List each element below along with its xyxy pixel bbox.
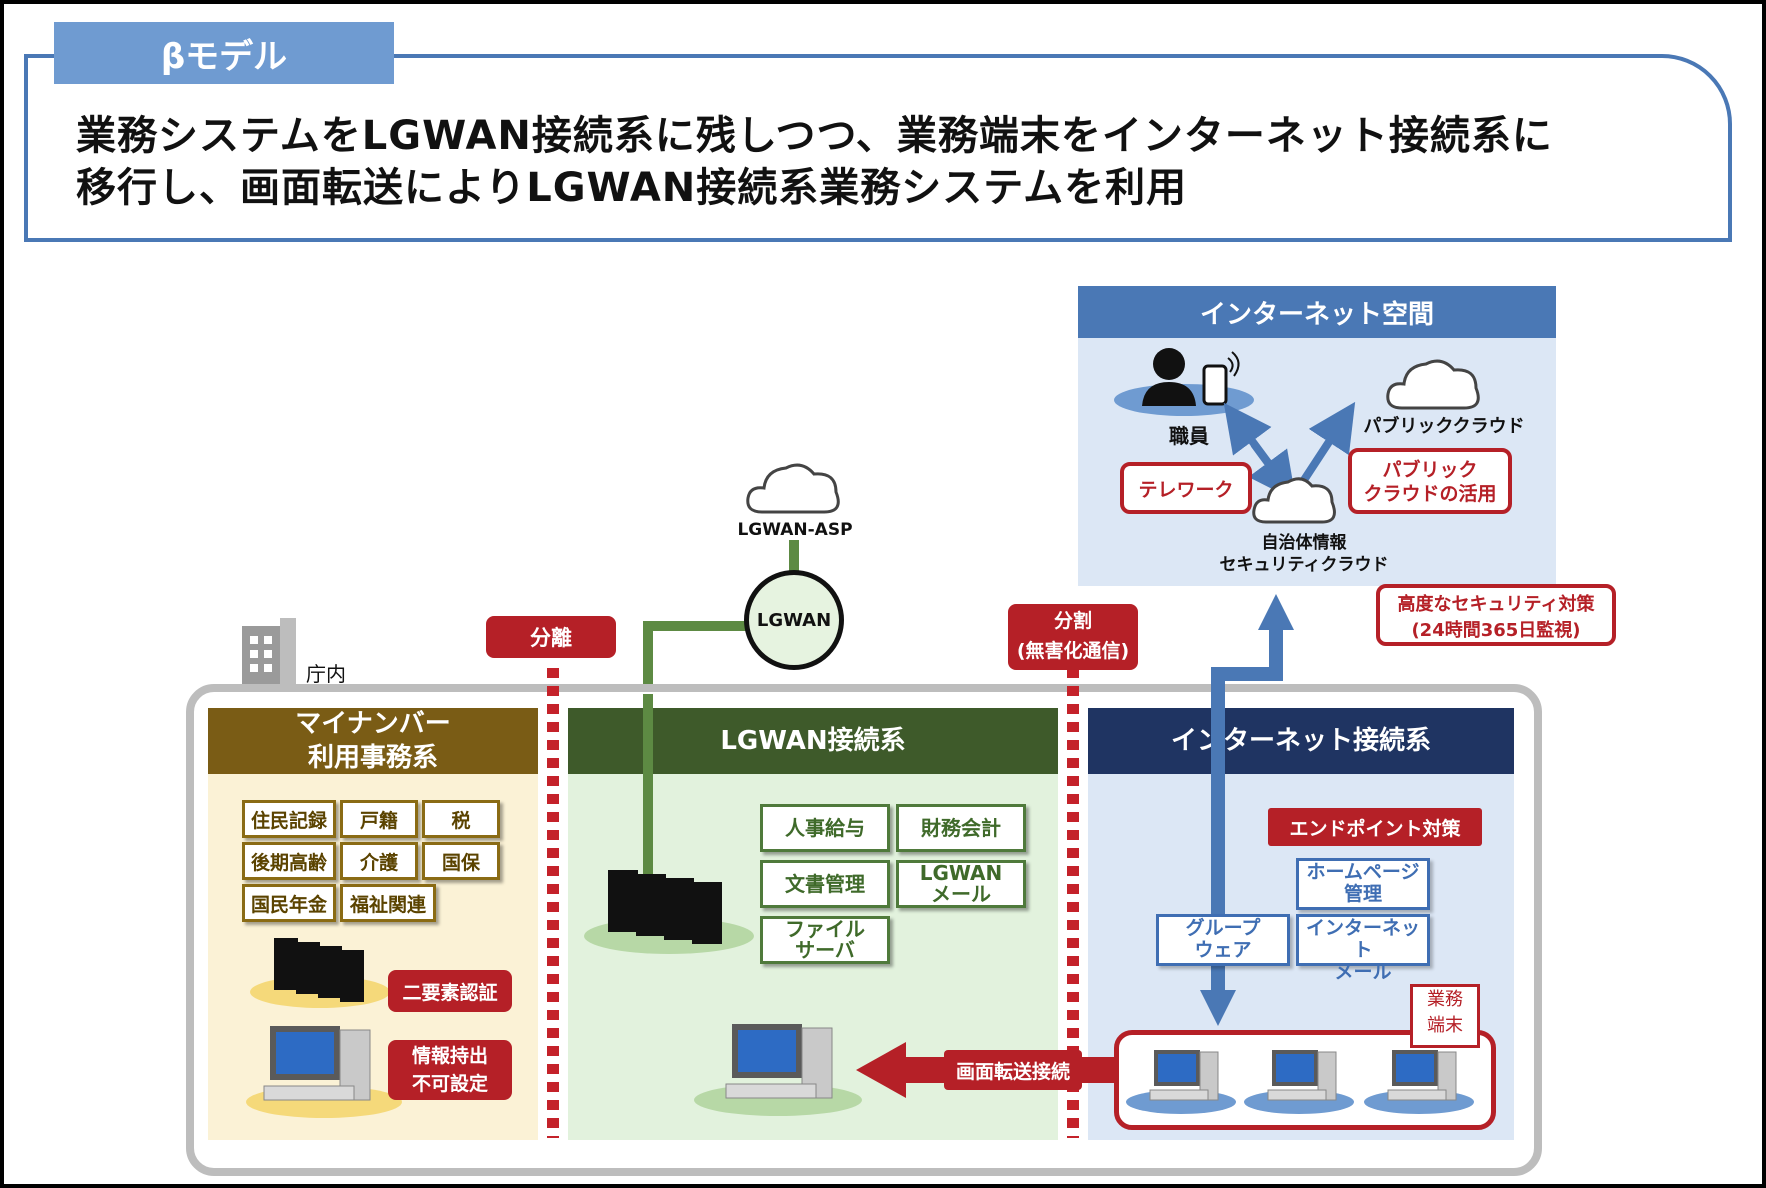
model-tag: βモデル bbox=[54, 22, 394, 84]
security-cloud-icon bbox=[1252, 477, 1336, 524]
item-resident-record: 住民記録 bbox=[242, 800, 336, 838]
division-label: 分割 (無害化通信) bbox=[1008, 604, 1138, 670]
item-homepage: ホームページ 管理 bbox=[1296, 858, 1430, 910]
staff-icon bbox=[1114, 348, 1254, 416]
header-line-2: 移行し、画面転送によりLGWAN接続系業務システムを利用 bbox=[76, 165, 1188, 211]
advanced-security-box: 高度なセキュリティ対策 (24時間365日監視) bbox=[1376, 584, 1616, 646]
item-lgwan-mail: LGWAN メール bbox=[896, 860, 1026, 908]
screen-transfer-arrow bbox=[856, 1042, 1120, 1098]
item-groupware: グループ ウェア bbox=[1156, 914, 1290, 966]
two-factor-label: 二要素認証 bbox=[388, 970, 512, 1012]
public-cloud-use-box: パブリック クラウドの活用 bbox=[1348, 448, 1512, 514]
mynumber-title: マイナンバー 利用事務系 bbox=[208, 708, 538, 774]
header-line-1: 業務システムをLGWAN接続系に残しつつ、業務端末をインターネット接続系に bbox=[76, 113, 1553, 159]
staff-label: 職員 bbox=[1169, 423, 1209, 448]
item-hr-payroll: 人事給与 bbox=[760, 804, 890, 852]
separation-label: 分離 bbox=[486, 616, 616, 658]
security-cloud-label: 自治体情報 セキュリティクラウド bbox=[1219, 533, 1389, 575]
no-takeout-label: 情報持出 不可設定 bbox=[388, 1040, 512, 1100]
lgwan-node: LGWAN bbox=[744, 570, 844, 670]
public-cloud-icon bbox=[1386, 359, 1480, 410]
item-document: 文書管理 bbox=[760, 860, 890, 908]
separator-lines bbox=[547, 668, 1079, 1138]
mynumber-server-icon bbox=[250, 938, 390, 1008]
telework-box: テレワーク bbox=[1120, 462, 1252, 514]
item-finance: 財務会計 bbox=[896, 804, 1026, 852]
item-tax: 税 bbox=[422, 800, 500, 838]
item-file-server: ファイル サーバ bbox=[760, 916, 890, 964]
terminal-pc-icon-3 bbox=[1364, 1050, 1474, 1114]
lgwan-asp-cloud-icon bbox=[746, 463, 840, 514]
office-label: 庁内 bbox=[306, 662, 346, 686]
terminal-pc-icon-2 bbox=[1244, 1050, 1354, 1114]
diagram-canvas: βモデル 業務システムをLGWAN接続系に残しつつ、業務端末をインターネット接続… bbox=[4, 4, 1762, 1184]
item-family-register: 戸籍 bbox=[340, 800, 418, 838]
public-cloud-label: パブリッククラウド bbox=[1363, 416, 1525, 437]
item-pension: 国民年金 bbox=[242, 884, 336, 922]
lgwan-server-icon bbox=[584, 870, 754, 954]
terminal-pc-icon-1 bbox=[1126, 1050, 1236, 1114]
building-icon bbox=[242, 618, 296, 690]
header-text: 業務システムをLGWAN接続系に残しつつ、業務端末をインターネット接続系に 移行… bbox=[76, 110, 1676, 214]
internet-space-title: インターネット空間 bbox=[1078, 286, 1556, 338]
item-elderly: 後期高齢 bbox=[242, 842, 336, 880]
header-box bbox=[24, 54, 1732, 242]
lgwan-link-inner bbox=[643, 694, 653, 904]
lgwan-pc-icon bbox=[694, 1024, 862, 1116]
endpoint-label: エンドポイント対策 bbox=[1268, 808, 1482, 846]
item-health-insurance: 国保 bbox=[422, 842, 500, 880]
mynumber-pc-icon bbox=[246, 1026, 402, 1118]
item-internet-mail: インターネット メール bbox=[1296, 914, 1430, 983]
business-terminal-label: 業務 端末 bbox=[1410, 984, 1480, 1048]
cloud-arrows bbox=[1223, 401, 1356, 502]
screen-transfer-label: 画面転送接続 bbox=[944, 1050, 1082, 1090]
item-welfare: 福祉関連 bbox=[340, 884, 436, 922]
lgwan-asp-label: LGWAN-ASP bbox=[737, 520, 853, 540]
item-care: 介護 bbox=[340, 842, 418, 880]
